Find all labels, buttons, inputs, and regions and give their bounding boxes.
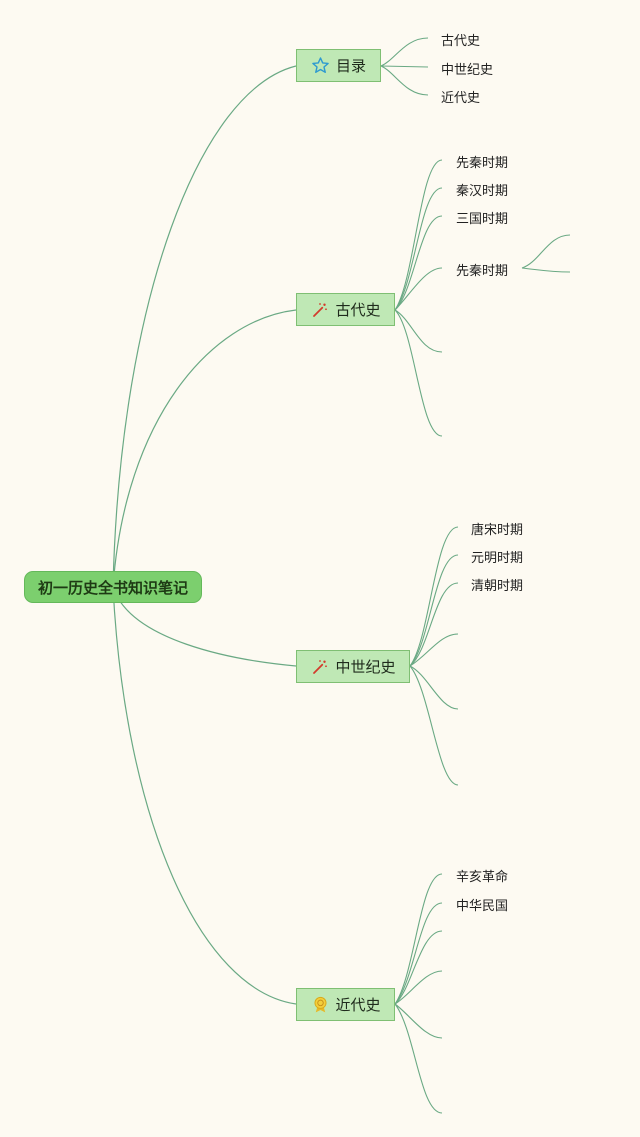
connector-zhongshiji-4	[409, 633, 459, 667]
branch-node-gudai[interactable]: 古代史	[296, 293, 395, 326]
connector-mulu-3	[380, 65, 429, 96]
leaf-item[interactable]: 中世纪史	[441, 63, 494, 78]
connector-zhongshiji-1	[409, 526, 459, 667]
leaf-item[interactable]: 近代史	[441, 91, 481, 106]
leaf-item[interactable]: 古代史	[441, 34, 481, 49]
connector-zhongshiji-3	[409, 582, 459, 667]
connector-root-gudai	[112, 309, 297, 588]
connector-jindai-4	[394, 970, 443, 1005]
connector-jindai-3	[394, 930, 443, 1005]
connector-jindai-1	[394, 873, 443, 1005]
connector-zhongshiji-5	[409, 665, 459, 710]
branch-node-jindai[interactable]: 近代史	[296, 988, 395, 1021]
connector-gudai-5	[394, 309, 443, 353]
magic-wand-icon	[310, 300, 330, 320]
connector-jindai-2	[394, 902, 443, 1005]
connector-zhongshiji-2	[409, 554, 459, 667]
leaf-item[interactable]: 元明时期	[471, 551, 524, 566]
branch-label: 中世纪史	[335, 658, 396, 676]
branch-node-zhongshiji[interactable]: 中世纪史	[296, 650, 410, 683]
leaf-item[interactable]: 先秦时期	[456, 264, 509, 279]
connector-gudai-3	[394, 215, 443, 311]
root-node-label: 初一历史全书知识笔记	[37, 578, 188, 597]
leaf-item[interactable]: 唐宋时期	[471, 523, 524, 538]
leaf-item[interactable]: 秦汉时期	[456, 184, 509, 199]
connector-jindai-6	[394, 1003, 443, 1114]
branch-label: 近代史	[335, 996, 381, 1014]
branch-node-mulu[interactable]: 目录	[296, 49, 381, 82]
connector-gudai-4	[394, 267, 443, 311]
connector-root-jindai	[112, 586, 297, 1005]
connector-gudai-2	[394, 187, 443, 311]
connector-mulu-2	[380, 65, 429, 68]
connector-mulu-1	[380, 37, 429, 67]
connector-xianqin-sub-1	[521, 234, 571, 269]
connector-jindai-5	[394, 1003, 443, 1039]
leaf-item[interactable]: 中华民国	[456, 899, 509, 914]
connector-root-zhongshiji	[112, 586, 297, 667]
branch-label: 目录	[335, 57, 366, 75]
connector-gudai-6	[394, 309, 443, 437]
branch-label: 古代史	[335, 301, 381, 319]
leaf-item[interactable]: 三国时期	[456, 212, 509, 227]
connector-zhongshiji-6	[409, 665, 459, 786]
root-node[interactable]: 初一历史全书知识笔记	[24, 571, 202, 603]
leaf-item[interactable]: 先秦时期	[456, 156, 509, 171]
award-badge-icon	[310, 995, 330, 1015]
leaf-item[interactable]: 清朝时期	[471, 579, 524, 594]
star-icon	[311, 56, 331, 76]
connector-gudai-1	[394, 159, 443, 311]
magic-wand-icon	[310, 657, 330, 677]
connector-xianqin-sub-2	[521, 267, 571, 273]
leaf-item[interactable]: 辛亥革命	[456, 870, 509, 885]
connector-root-mulu	[112, 65, 297, 588]
